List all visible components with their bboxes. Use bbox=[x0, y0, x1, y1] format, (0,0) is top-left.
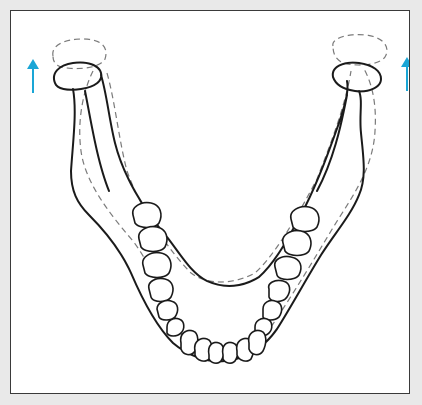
solid-outline bbox=[54, 62, 381, 361]
tooth bbox=[143, 253, 171, 278]
figure-frame bbox=[10, 10, 410, 394]
left-arrow bbox=[27, 59, 39, 93]
right-condyle-dashed bbox=[333, 35, 387, 65]
tooth bbox=[149, 278, 173, 301]
tooth bbox=[167, 318, 184, 336]
left-arrow-head bbox=[27, 59, 39, 69]
left-condyle bbox=[54, 62, 101, 89]
tooth bbox=[269, 280, 290, 301]
tooth bbox=[291, 207, 319, 232]
outer-jaw bbox=[71, 89, 364, 361]
tooth bbox=[249, 331, 266, 355]
tooth bbox=[157, 300, 178, 320]
mandible-diagram bbox=[11, 11, 410, 394]
outer-jaw-dashed bbox=[80, 67, 376, 357]
tooth bbox=[283, 231, 311, 256]
tooth bbox=[209, 343, 224, 364]
left-ramus-contour bbox=[85, 91, 109, 191]
tooth bbox=[223, 343, 238, 364]
tooth bbox=[133, 203, 161, 228]
inner-jaw bbox=[101, 75, 348, 286]
right-arrow-head bbox=[401, 57, 410, 67]
right-arrow bbox=[401, 57, 410, 91]
tooth bbox=[139, 227, 167, 252]
right-condyle bbox=[333, 63, 381, 92]
tooth bbox=[263, 300, 282, 320]
teeth bbox=[133, 203, 319, 364]
left-condyle-dashed bbox=[53, 39, 106, 69]
tooth bbox=[275, 256, 301, 279]
